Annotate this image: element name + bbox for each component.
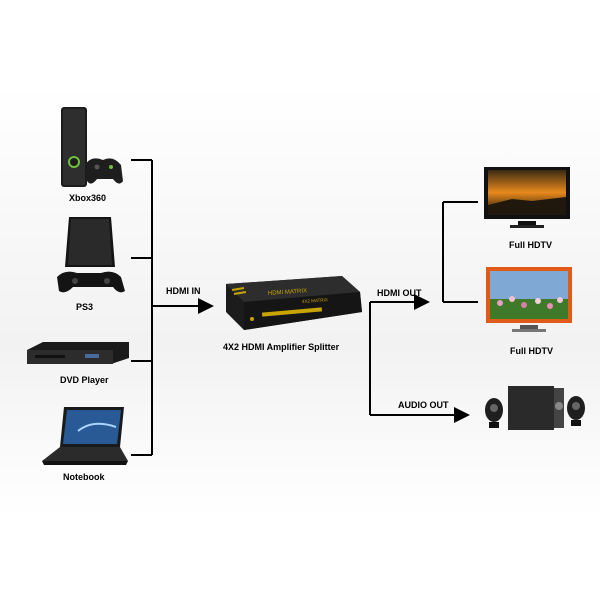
dvd-player-icon bbox=[25, 338, 131, 368]
splitter-icon: HDMI MATRIX 4X2 MATRIX bbox=[222, 272, 364, 334]
tv-label-1: Full HDTV bbox=[509, 240, 552, 250]
tv-flowers-icon bbox=[484, 265, 574, 333]
device-label-dvd-player: DVD Player bbox=[60, 375, 109, 385]
splitter-label: 4X2 HDMI Amplifier Splitter bbox=[223, 342, 340, 352]
device-label-notebook: Notebook bbox=[63, 472, 105, 482]
splitter-face-subtext: 4X2 MATRIX bbox=[302, 297, 328, 304]
tv-sunset-icon bbox=[482, 165, 572, 229]
hdmi-in-label: HDMI IN bbox=[166, 286, 201, 296]
input-bus bbox=[131, 159, 214, 456]
device-label-xbox360: Xbox360 bbox=[69, 193, 107, 203]
device-label-ps3: PS3 bbox=[76, 302, 94, 312]
xbox360-icon bbox=[55, 105, 127, 190]
output-bus bbox=[369, 201, 478, 423]
splitter-face-text: HDMI MATRIX bbox=[268, 288, 308, 297]
speaker-system-icon bbox=[478, 384, 588, 432]
hdmi-out-label: HDMI OUT bbox=[377, 288, 422, 298]
ps3-icon bbox=[55, 215, 127, 295]
audio-out-label: AUDIO OUT bbox=[398, 400, 449, 410]
notebook-icon bbox=[38, 405, 130, 467]
tv-label-2: Full HDTV bbox=[510, 346, 553, 356]
